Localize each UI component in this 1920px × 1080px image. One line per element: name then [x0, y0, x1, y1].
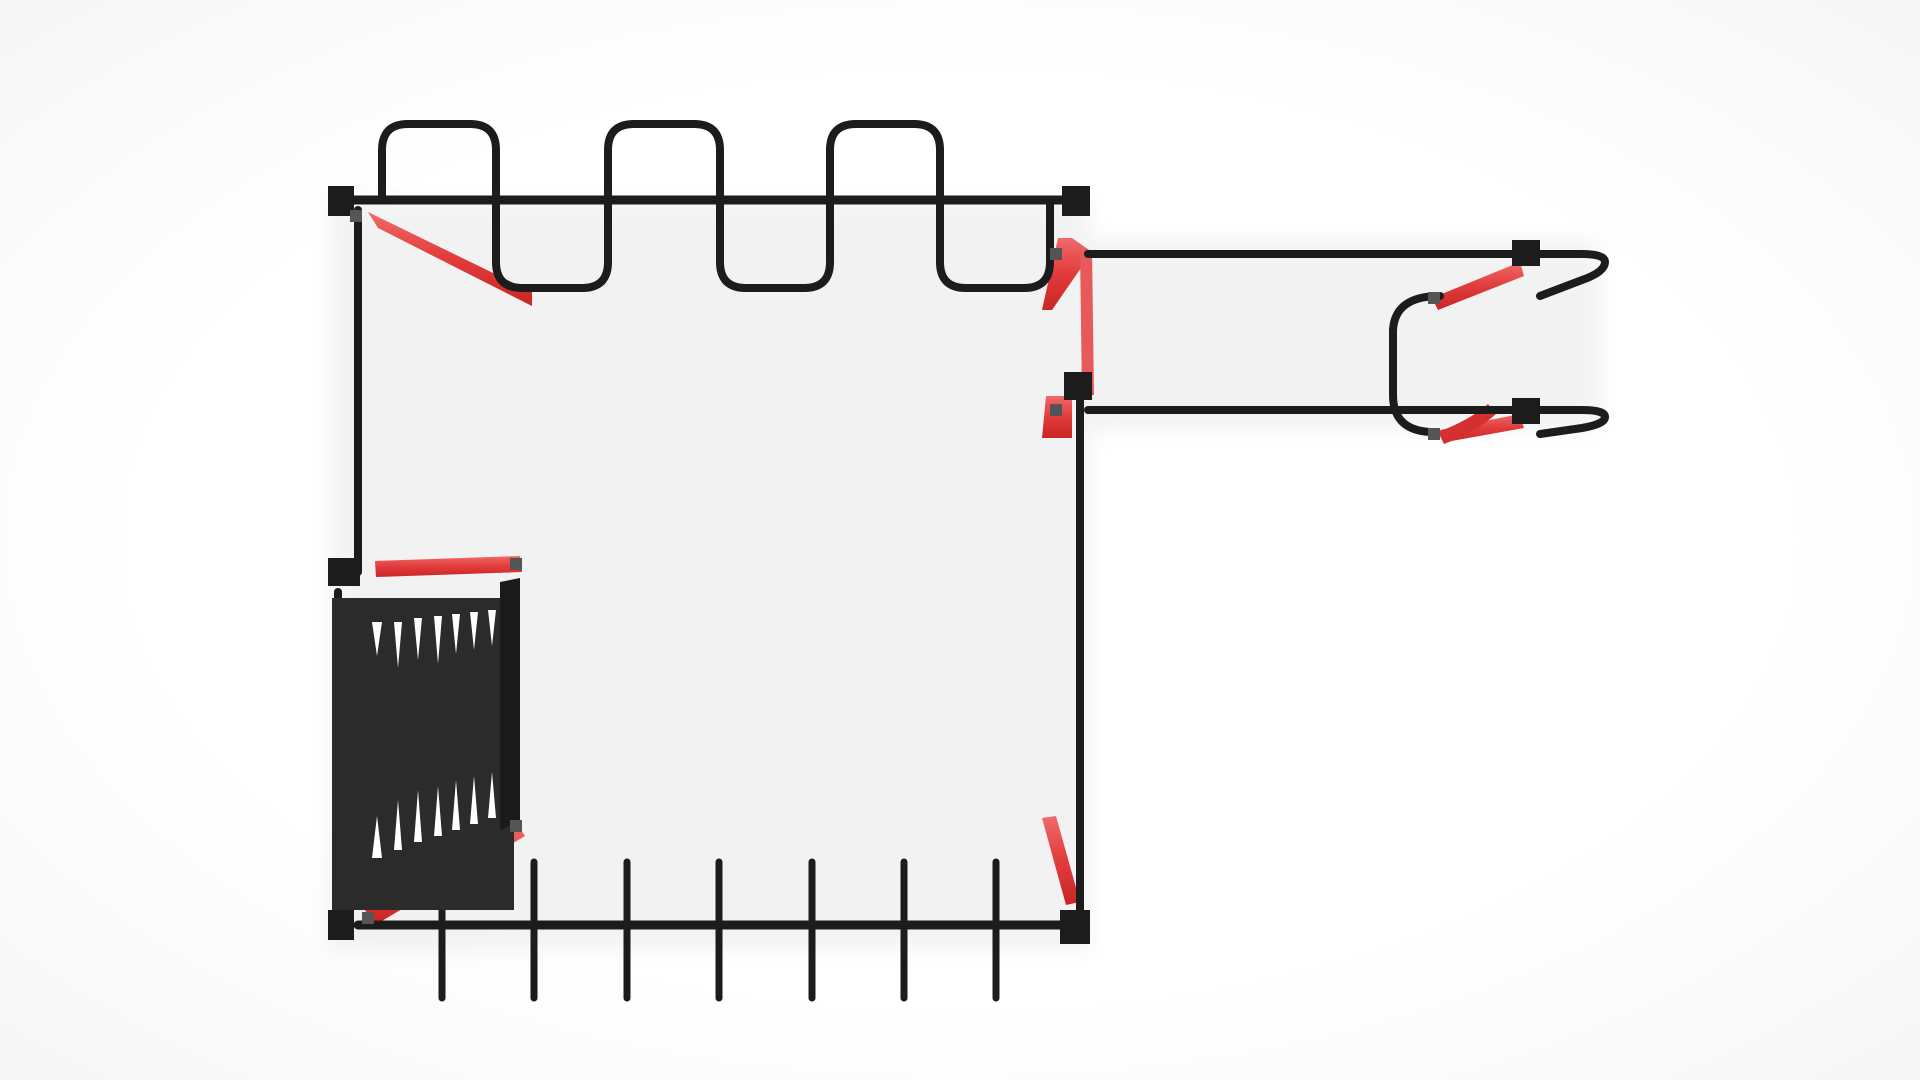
- dip-station: [1084, 250, 1610, 438]
- panel-cutouts: [372, 610, 496, 858]
- red-beam: [375, 556, 522, 577]
- clamp: [1050, 248, 1062, 260]
- post-cap: [328, 558, 360, 586]
- clamp: [1428, 428, 1440, 440]
- clamp: [510, 558, 522, 570]
- red-beam: [1080, 250, 1094, 395]
- panel-board: [332, 598, 514, 910]
- clamp: [1428, 292, 1440, 304]
- panel-shadow-edge: [500, 578, 520, 830]
- dip-handle-upper: [1536, 250, 1610, 300]
- post-cap: [1512, 240, 1540, 266]
- wave-rail: [378, 120, 1054, 292]
- post-caps: [328, 186, 1540, 944]
- red-beam: [1042, 396, 1072, 438]
- joint-clamps: [350, 210, 1440, 924]
- red-beam: [1432, 262, 1524, 310]
- dip-loop: [1389, 292, 1444, 436]
- post-cap: [1512, 398, 1540, 424]
- clamp: [1050, 404, 1062, 416]
- post-cap: [1060, 910, 1090, 944]
- red-beam: [368, 212, 532, 306]
- clamp: [362, 912, 374, 924]
- post-cap: [1064, 372, 1092, 400]
- red-beam: [1042, 816, 1080, 905]
- post-cap: [328, 186, 354, 216]
- dip-handle-lower: [1536, 406, 1610, 438]
- clamp: [510, 820, 522, 832]
- post-cap: [1062, 186, 1090, 216]
- clamp: [350, 210, 362, 222]
- perforated-panel: [332, 578, 520, 910]
- post-cap: [328, 910, 354, 940]
